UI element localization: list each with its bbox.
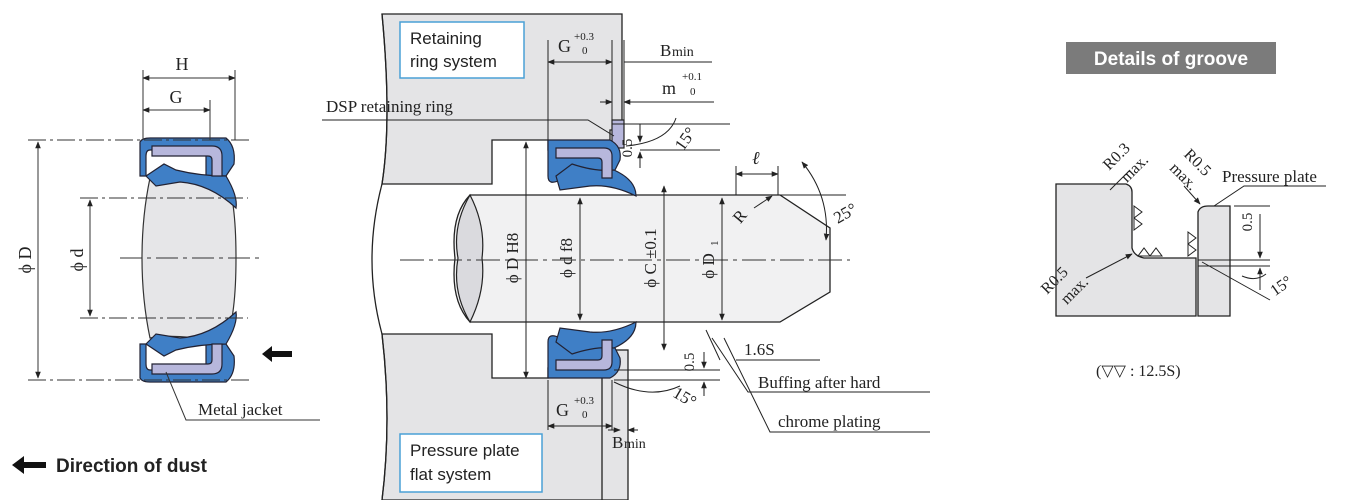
dim-0-5-bottom: 0.5 [682,353,698,372]
svg-text:0: 0 [582,45,588,57]
center-install-view: Retaining ring system Pressure plate fla… [322,13,930,500]
break-line [371,13,388,500]
svg-text:G: G [556,400,569,420]
retaining-ring-system-box: Retaining ring system [399,21,525,79]
svg-text:B: B [612,433,623,452]
seal-upper-installed [547,139,637,197]
dim-bmin-top: B min [660,41,694,60]
angle-15-bottom: 15° [670,383,700,411]
angle-15-top: 15° [671,124,700,154]
dsp-retaining-ring-label: DSP retaining ring [326,97,453,116]
svg-text:G: G [558,36,571,56]
svg-text:+0.3: +0.3 [574,31,594,43]
svg-text:0: 0 [582,409,588,421]
svg-text:ϕ D: ϕ D [699,253,718,278]
svg-text:1: 1 [709,241,721,247]
groove-housing [1055,183,1197,317]
metal-jacket-lower [151,343,223,375]
rod-end-section [455,193,484,324]
groove-detail-view: Details of groove R0.3 max. R0.5 max. Pr… [1038,42,1326,380]
buffing-label-line1: Buffing after hard [758,373,881,392]
svg-text:min: min [624,437,646,452]
surface-note: (▽▽ : 12.5S) [1096,363,1181,380]
left-seal-view: H G ϕ D ϕ d Metal jacket [15,54,320,421]
angle-15-groove: 15° [1267,273,1295,300]
dim-phi-d-outer-label: ϕ D [15,247,35,274]
svg-text:Details of groove: Details of groove [1094,49,1248,70]
dim-g-top: G +0.3 0 [558,31,594,57]
dim-bmin-bottom: B min [612,433,646,452]
svg-text:Retaining: Retaining [410,29,482,48]
metal-jacket-label: Metal jacket [198,400,283,419]
dim-phi-d-h8: ϕ D H8 [503,233,522,284]
seal-lower-left [139,310,237,383]
dim-m: m +0.1 0 [662,71,702,98]
dim-g-bottom: G +0.3 0 [556,395,594,421]
svg-text:Pressure plate: Pressure plate [410,441,520,460]
dim-phi-d-f8: ϕ d f8 [557,238,576,278]
dust-direction-legend: Direction of dust [12,456,208,477]
svg-text:ring system: ring system [410,52,497,71]
metal-jacket-upper [151,145,223,177]
arrow-left-icon [262,346,292,362]
dim-phi-d1: ϕ D 1 [699,241,721,279]
svg-text:min: min [672,45,694,60]
surface-1-6s-label: 1.6S [744,340,775,359]
svg-text:m: m [662,78,676,98]
seal-upper-left [139,137,237,210]
details-of-groove-banner: Details of groove [1066,42,1276,74]
seal-lower-installed [547,321,637,379]
legend-label: Direction of dust [56,456,208,477]
pressure-plate-label: Pressure plate [1222,167,1317,186]
svg-text:+0.3: +0.3 [574,395,594,407]
pressure-plate-flat-system-box: Pressure plate flat system [399,433,543,493]
svg-text:B: B [660,41,671,60]
svg-text:0: 0 [690,86,696,98]
svg-text:+0.1: +0.1 [682,71,702,83]
svg-text:flat system: flat system [410,465,491,484]
groove-pressure-plate [1197,205,1231,317]
piston-rod [453,194,831,323]
dim-phi-d-inner-label: ϕ d [67,249,87,272]
dim-phi-c: ϕ C ±0.1 [641,228,660,287]
dim-l: ℓ [752,148,760,168]
arrow-left-icon [12,456,46,474]
angle-25: 25° [830,199,860,227]
dim-h-label: H [176,54,189,74]
buffing-label-line2: chrome plating [778,412,881,431]
dim-0-5-groove: 0.5 [1240,213,1256,232]
dim-g-label: G [170,87,183,107]
dim-0-5-top: 0.5 [620,139,636,158]
